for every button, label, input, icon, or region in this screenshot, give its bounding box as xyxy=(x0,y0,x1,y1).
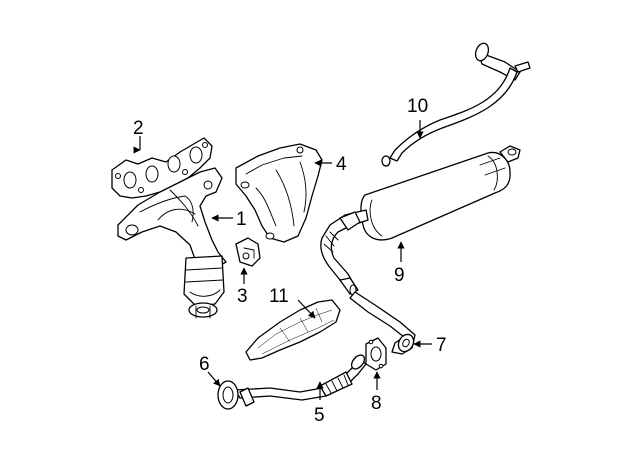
callout-8: 8 xyxy=(371,393,382,414)
ring-gasket xyxy=(217,380,239,410)
manifold-gasket xyxy=(111,137,213,199)
callout-3: 3 xyxy=(237,286,248,307)
manifold-heat-shield xyxy=(235,143,323,243)
callout-1: 1 xyxy=(236,209,247,230)
callout-numbers: 1 2 3 4 5 6 7 8 9 10 11 xyxy=(133,96,447,426)
callout-11: 11 xyxy=(269,286,289,307)
callout-4: 4 xyxy=(336,154,347,175)
floor-heat-shield xyxy=(245,299,341,361)
muffler-assembly xyxy=(320,145,521,355)
leader-lines xyxy=(136,120,432,400)
tail-pipe xyxy=(381,42,531,167)
callout-2: 2 xyxy=(133,118,144,139)
exhaust-manifold-converter xyxy=(117,167,227,319)
flange-gasket xyxy=(365,337,387,371)
callout-10: 10 xyxy=(407,96,428,117)
bracket xyxy=(235,237,261,267)
callout-6: 6 xyxy=(199,354,210,375)
callout-5: 5 xyxy=(314,405,325,426)
callout-7: 7 xyxy=(436,335,447,356)
callout-9: 9 xyxy=(394,265,405,286)
front-pipe xyxy=(234,354,367,407)
